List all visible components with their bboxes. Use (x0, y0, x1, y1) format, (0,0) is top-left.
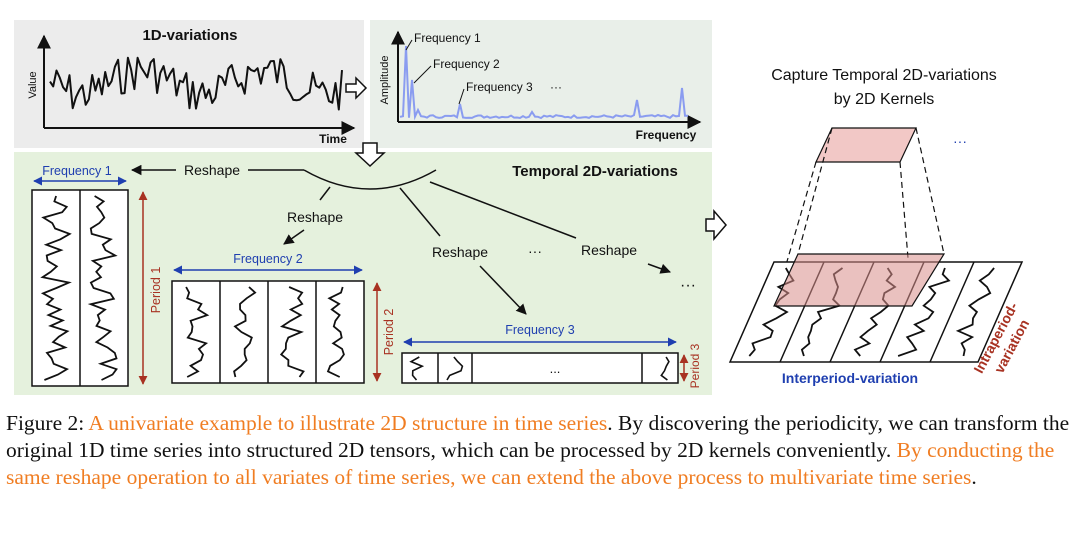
tensor2-freq-label: Frequency 2 (233, 252, 303, 266)
right-dots: ··· (953, 133, 967, 149)
freq-peak-1-leader (405, 39, 413, 51)
reshape-label-3: Reshape (432, 244, 488, 260)
reshape-arrow-4b (647, 263, 671, 274)
tensor2-series-3 (279, 286, 305, 378)
freq-peak-3-label: Frequency 3 (466, 80, 533, 94)
tensor1-series-2 (87, 195, 118, 381)
reshape-dots-mid: ··· (528, 243, 542, 259)
caption-end: . (971, 465, 977, 489)
tensor1-series-1 (40, 195, 72, 381)
freq-panel-bg (370, 20, 712, 148)
hollow-arrow-down (354, 142, 386, 168)
tensor1-period-label: Period 1 (149, 267, 163, 314)
proj-line-2 (797, 127, 833, 255)
hollow-arrow-right-2 (705, 208, 727, 242)
oned-xlabel: Time (319, 132, 347, 146)
kernel-patch (773, 253, 946, 307)
reshape-arrow-3b (479, 265, 527, 315)
hollow-arrow-right-1 (345, 76, 368, 100)
right-title-line2: by 2D Kernels (834, 91, 935, 108)
tensor3-series-3 (660, 356, 670, 381)
freq-peak-2-leader (413, 65, 432, 84)
tensor2-period-label: Period 2 (382, 309, 396, 356)
tensor3-series-1 (409, 356, 425, 381)
freq-peak-3-dots: ··· (550, 80, 562, 94)
plane-divider-4 (929, 261, 975, 363)
caption-highlight-2: By conducting the same reshape operation… (6, 438, 1055, 489)
freq-peak-3-leader (458, 88, 465, 105)
reshape-arrow-3 (399, 187, 441, 237)
tensor3-freq-label: Frequency 3 (505, 323, 575, 337)
figure-caption: Figure 2: A univariate example to illust… (6, 410, 1074, 491)
plane-series-5 (955, 267, 995, 357)
freq-peak-1-label: Frequency 1 (414, 31, 481, 45)
reshape-label-4: Reshape (581, 242, 637, 258)
caption-prefix: Figure 2: (6, 411, 89, 435)
oned-signal-line (49, 56, 343, 111)
reshape-arrow-2b (283, 229, 305, 245)
tensor2-series-4 (326, 286, 345, 378)
reshape-label-2: Reshape (287, 209, 343, 225)
tensor3-box (401, 352, 679, 384)
tensor3-series-2 (446, 356, 464, 381)
freq-xlabel: Frequency (636, 128, 697, 142)
tensor1-freq-label: Frequency 1 (42, 164, 112, 178)
tensor2-series-1 (185, 286, 210, 378)
caption-middle: . By discovering the periodicity, we can… (6, 411, 1070, 462)
tensor3-period-label: Period 3 (688, 343, 702, 388)
tensor2-series-2 (233, 286, 257, 378)
freq-ylabel: Amplitude (379, 56, 391, 105)
reshape-arrow-2 (319, 186, 331, 201)
caption-highlight-1: A univariate example to illustrate 2D st… (88, 411, 608, 435)
spectrum-line (399, 45, 688, 121)
interperiod-label: Interperiod-variation (782, 370, 918, 386)
figure-2-diagram: 1D-variations Value Time Amplitude Frequ… (14, 20, 1032, 395)
right-title-line1: Capture Temporal 2D-variations (771, 67, 997, 84)
reshape-dots-end: ··· (680, 277, 696, 294)
reshape-arrow-4 (429, 181, 577, 239)
oned-title: 1D-variations (142, 27, 237, 44)
freq-peak-2-label: Frequency 2 (433, 57, 500, 71)
oned-panel-bg (14, 20, 364, 148)
reshape-label-1: Reshape (184, 162, 240, 178)
tensor3-dots: ... (550, 361, 561, 376)
oned-ylabel: Value (27, 71, 39, 98)
temporal-title: Temporal 2D-variations (512, 163, 678, 180)
reshape-hub-arc (303, 169, 437, 190)
plane-series-4 (897, 267, 951, 357)
proj-line-4 (915, 127, 945, 255)
